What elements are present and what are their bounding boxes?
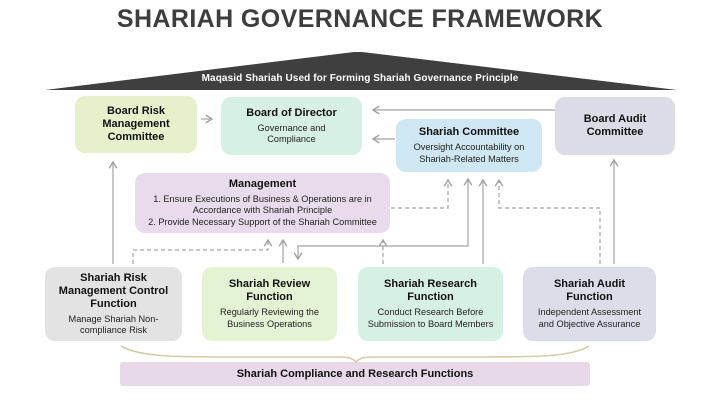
box-title: Board of Director (246, 106, 337, 119)
dashed-arrow-risk-function-to-management (132, 238, 273, 264)
box-subtitle: Governance and Compliance (257, 122, 326, 145)
management-item-1: 1. Ensure Executions of Business & Opera… (153, 193, 372, 216)
box-title: Shariah Audit Function (553, 278, 626, 304)
management-item-2: 2. Provide Necessary Support of the Shar… (148, 216, 377, 227)
dashed-arrow-audit-function-to-shariah-committee (494, 178, 601, 264)
box-shariah-risk-management-control-function: Shariah Risk Management Control Function… (45, 267, 182, 341)
box-title: Shariah Review Function (228, 278, 311, 304)
box-title: Shariah Risk Management Control Function (58, 271, 169, 310)
box-management: Management 1. Ensure Executions of Busin… (135, 173, 390, 233)
roof-banner-label: Maqasid Shariah Used for Forming Shariah… (201, 73, 519, 84)
bar-shariah-compliance-and-research-functions: Shariah Compliance and Research Function… (120, 362, 590, 386)
box-shariah-review-function: Shariah Review Function Regularly Review… (202, 267, 337, 341)
box-board-audit-committee: Board Audit Committee (555, 97, 675, 155)
box-title: Management (228, 177, 297, 190)
box-title: Board Risk Management Committee (102, 104, 170, 144)
box-subtitle: Independent Assessment and Objective Ass… (537, 307, 642, 329)
bar-label: Shariah Compliance and Research Function… (236, 368, 474, 380)
box-shariah-audit-function: Shariah Audit Function Independent Asses… (523, 267, 656, 341)
box-shariah-committee: Shariah Committee Oversight Accountabili… (396, 119, 542, 172)
box-subtitle: Manage Shariah Non-compliance Risk (68, 314, 159, 336)
box-title: Shariah Research Function (384, 278, 477, 304)
box-title: Shariah Committee (418, 126, 520, 139)
box-subtitle: Regularly Reviewing the Business Operati… (219, 307, 320, 329)
box-shariah-research-function: Shariah Research Function Conduct Resear… (358, 267, 503, 341)
page-title: SHARIAH GOVERNANCE FRAMEWORK (116, 5, 604, 33)
dashed-arrow-management-to-shariah-committee (391, 178, 453, 209)
box-subtitle: Conduct Research Before Submission to Bo… (367, 307, 494, 329)
brace-functions-group (120, 345, 590, 364)
roof-shape (45, 52, 677, 90)
box-board-of-director: Board of Director Governance and Complia… (221, 97, 362, 155)
box-subtitle: Oversight Accountability on Shariah-Rela… (413, 142, 525, 164)
box-title: Board Audit Committee (583, 112, 647, 138)
box-board-risk-management-committee: Board Risk Management Committee (75, 96, 197, 153)
